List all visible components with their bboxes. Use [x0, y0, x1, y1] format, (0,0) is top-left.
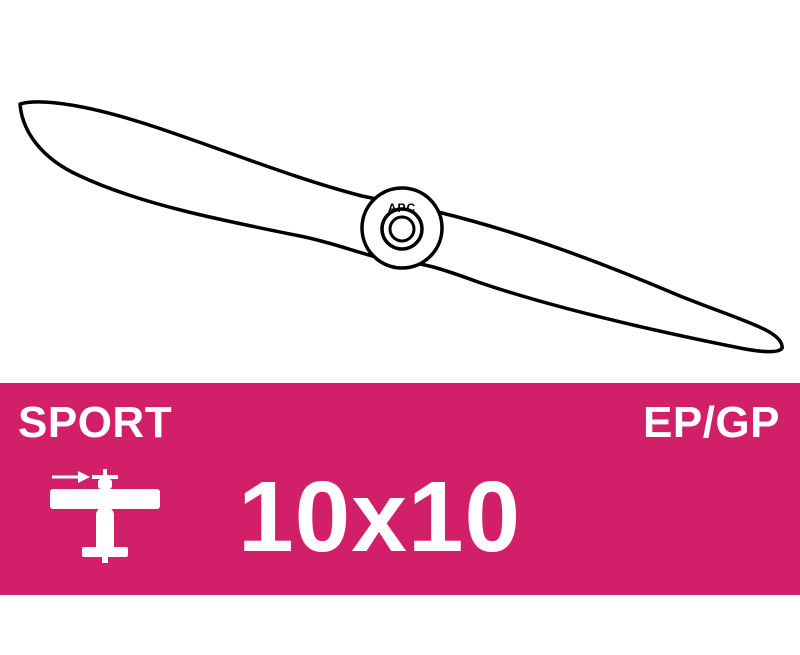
product-banner: SPORT EP/GP 10x10: [0, 383, 800, 595]
airplane-icon: [50, 469, 160, 563]
propeller-illustration: APC: [18, 100, 784, 354]
category-label: SPORT: [18, 398, 173, 447]
hub-logo-text: APC: [388, 201, 416, 215]
propeller-hub: APC: [360, 186, 444, 270]
fuel-type-label: EP/GP: [643, 398, 780, 447]
propeller-size: 10x10: [238, 461, 522, 573]
